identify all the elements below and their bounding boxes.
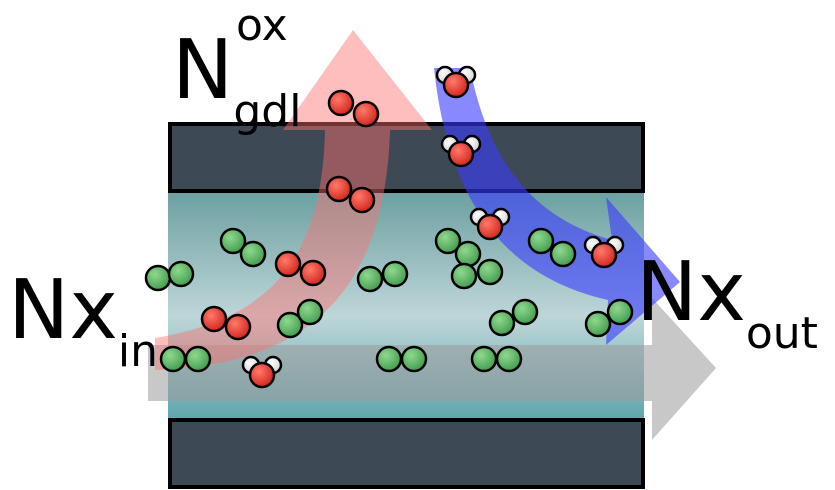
label-n-gdl-main: N [172, 23, 234, 118]
label-nx-out-main: Nx [636, 245, 746, 340]
oxygen-molecule [325, 175, 376, 214]
water-molecule [469, 207, 511, 241]
label-nx-in: Nxin [8, 270, 158, 374]
label-nx-in-main: Nx [8, 263, 118, 358]
water-molecule [241, 355, 283, 389]
water-flux-arrow [434, 68, 680, 345]
label-n-gdl: Ngdl [172, 30, 301, 134]
oxygen-molecule [200, 305, 252, 341]
water-molecule [435, 65, 477, 99]
top-plate [168, 122, 645, 193]
nitrogen-molecule [450, 258, 504, 290]
oxygen-molecule [327, 89, 380, 128]
label-nx-out: Nxout [636, 252, 818, 356]
water-molecule [583, 235, 625, 269]
nitrogen-molecule [276, 298, 324, 339]
nitrogen-molecule [470, 345, 523, 373]
molecules [144, 65, 634, 389]
nitrogen-molecule [144, 260, 195, 292]
nitrogen-molecule [375, 345, 428, 373]
channel-flow-arrow [148, 298, 716, 440]
label-n-gdl-sup: ox [236, 0, 288, 51]
nitrogen-molecule [527, 227, 577, 268]
nitrogen-molecule [488, 298, 539, 337]
bottom-plate [168, 418, 645, 489]
label-n-gdl-sub: gdl [233, 86, 302, 137]
nitrogen-molecule [159, 345, 212, 373]
label-nx-in-sub: in [117, 326, 158, 377]
nitrogen-molecule [584, 298, 634, 338]
water-molecule [440, 134, 482, 168]
oxygen-molecule [274, 250, 327, 287]
nitrogen-molecule [356, 260, 409, 293]
nitrogen-molecule [219, 227, 267, 268]
label-nx-out-sub: out [745, 308, 818, 359]
